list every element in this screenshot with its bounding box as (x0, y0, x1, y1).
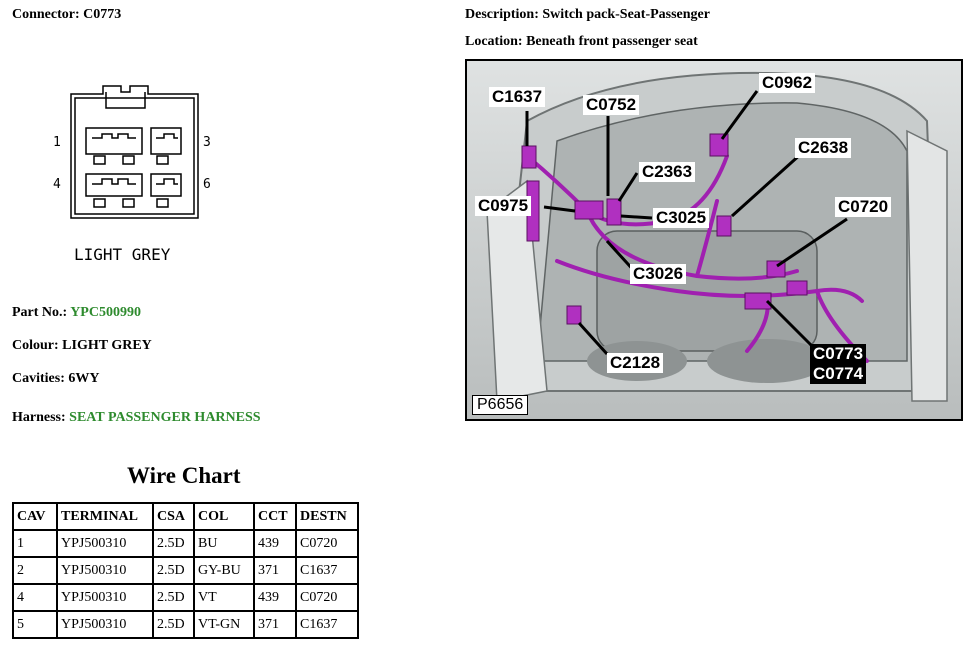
part-number-link[interactable]: YPC500990 (70, 305, 141, 320)
pin-number-4: 4 (53, 177, 61, 192)
cell-csa: 2.5D (152, 529, 195, 558)
connector-id: Connector: C0773 (12, 7, 121, 23)
pin-number-6: 6 (203, 177, 211, 192)
cell-destn: C0720 (295, 583, 359, 612)
description: Description: Switch pack-Seat-Passenger (465, 7, 710, 23)
cell-destn: C1637 (295, 556, 359, 585)
cell-cct: 439 (253, 529, 297, 558)
cell-destn: C1637 (295, 610, 359, 639)
callout-c0752: C0752 (583, 95, 640, 115)
wire-chart-header-row: CAV TERMINAL CSA COL CCT DESTN (12, 502, 359, 531)
location-label: Location: (465, 34, 523, 49)
cavities-label: Cavities: (12, 371, 65, 386)
cell-cav: 4 (12, 583, 58, 612)
pin-number-1: 1 (53, 135, 61, 150)
callout-c2363: C2363 (639, 162, 696, 182)
callout-c0975: C0975 (475, 196, 532, 216)
callout-c0774: C0774 (810, 364, 867, 384)
cavities: Cavities: 6WY (12, 371, 100, 387)
header-destn: DESTN (295, 502, 359, 531)
part-number: Part No.: YPC500990 (12, 305, 141, 321)
callout-c3026: C3026 (630, 264, 687, 284)
location-value: Beneath front passenger seat (526, 34, 698, 49)
part-number-label: Part No.: (12, 305, 68, 320)
callout-c3025: C3025 (653, 208, 710, 228)
cell-cav: 2 (12, 556, 58, 585)
callout-c0720: C0720 (835, 197, 892, 217)
cell-csa: 2.5D (152, 556, 195, 585)
cell-cct: 371 (253, 556, 297, 585)
cell-col: VT-GN (193, 610, 255, 639)
cell-destn: C0720 (295, 529, 359, 558)
description-value: Switch pack-Seat-Passenger (542, 7, 710, 22)
colour-label: Colour: (12, 338, 59, 353)
cell-terminal: YPJ500310 (56, 583, 154, 612)
cavities-value: 6WY (68, 371, 100, 386)
callout-c1637: C1637 (489, 87, 546, 107)
header-col: COL (193, 502, 255, 531)
pin-number-3: 3 (203, 135, 211, 150)
harness-label: Harness: (12, 410, 66, 425)
cell-terminal: YPJ500310 (56, 529, 154, 558)
callout-c0962: C0962 (759, 73, 816, 93)
callout-c2638: C2638 (795, 138, 852, 158)
cell-col: BU (193, 529, 255, 558)
cell-cct: 371 (253, 610, 297, 639)
header-terminal: TERMINAL (56, 502, 154, 531)
location: Location: Beneath front passenger seat (465, 34, 698, 50)
cell-cav: 5 (12, 610, 58, 639)
cell-cct: 439 (253, 583, 297, 612)
cell-terminal: YPJ500310 (56, 610, 154, 639)
photo-reference: P6656 (472, 395, 529, 415)
colour: Colour: LIGHT GREY (12, 338, 152, 354)
connector-label: Connector: (12, 7, 80, 22)
table-row: 5 YPJ500310 2.5D VT-GN 371 C1637 (12, 610, 359, 639)
harness-link[interactable]: SEAT PASSENGER HARNESS (69, 410, 261, 425)
header-cav: CAV (12, 502, 58, 531)
location-photo: C1637 C0752 C0962 C2363 C2638 C0975 C302… (465, 59, 963, 421)
cell-col: VT (193, 583, 255, 612)
cell-cav: 1 (12, 529, 58, 558)
description-label: Description: (465, 7, 539, 22)
seat-underside-illustration (467, 61, 961, 419)
cell-csa: 2.5D (152, 583, 195, 612)
cell-csa: 2.5D (152, 610, 195, 639)
connector-value: C0773 (83, 7, 122, 22)
callout-c2128: C2128 (607, 353, 664, 373)
cell-col: GY-BU (193, 556, 255, 585)
callout-c0773: C0773 (810, 344, 867, 364)
colour-value: LIGHT GREY (62, 338, 152, 353)
table-row: 2 YPJ500310 2.5D GY-BU 371 C1637 (12, 556, 359, 585)
wire-chart-title: Wire Chart (127, 463, 241, 488)
harness: Harness: SEAT PASSENGER HARNESS (12, 410, 261, 426)
wire-chart-table: CAV TERMINAL CSA COL CCT DESTN 1 YPJ5003… (12, 502, 359, 639)
header-cct: CCT (253, 502, 297, 531)
connector-face-drawing: 1 3 4 6 LIGHT GREY (40, 82, 220, 272)
header-csa: CSA (152, 502, 195, 531)
cell-terminal: YPJ500310 (56, 556, 154, 585)
table-row: 4 YPJ500310 2.5D VT 439 C0720 (12, 583, 359, 612)
table-row: 1 YPJ500310 2.5D BU 439 C0720 (12, 529, 359, 558)
colour-caption: LIGHT GREY (74, 245, 171, 264)
